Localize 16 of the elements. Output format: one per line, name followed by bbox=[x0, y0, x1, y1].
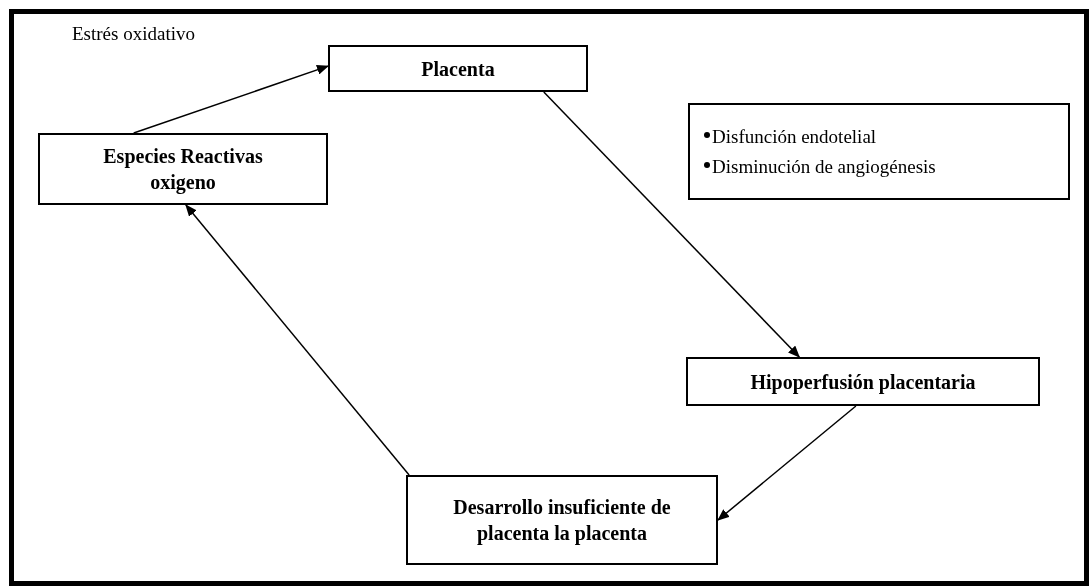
bullet-text: Disminución de angiogénesis bbox=[712, 155, 936, 178]
arrow bbox=[717, 405, 857, 521]
node-label: Especies Reactivas oxigeno bbox=[102, 144, 264, 195]
arrow bbox=[185, 204, 410, 476]
process-box bbox=[406, 475, 718, 565]
arrow bbox=[543, 91, 801, 358]
process-box bbox=[328, 45, 588, 92]
process-box bbox=[38, 133, 328, 205]
arrow bbox=[132, 65, 329, 134]
text-box bbox=[688, 103, 1070, 200]
node-label: Desarrollo insuficiente de placenta la placenta bbox=[452, 495, 672, 546]
bullet-text: Disfunción endotelial bbox=[712, 125, 877, 148]
node-label: Placenta bbox=[421, 56, 495, 82]
node-label: Hipoperfusión placentaria bbox=[750, 369, 976, 395]
annotation-text: Estrés oxidativo bbox=[72, 22, 195, 46]
process-box bbox=[686, 357, 1040, 406]
